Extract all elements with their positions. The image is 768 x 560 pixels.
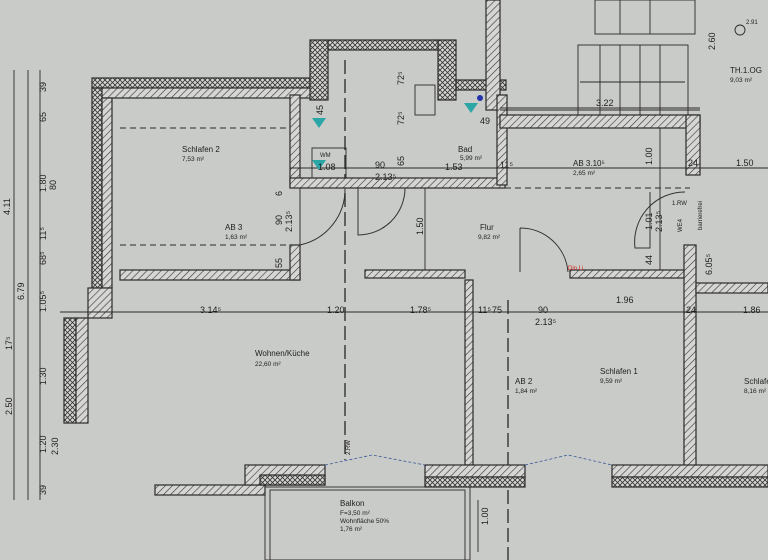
dimension: 2.13⁵ [284,210,294,232]
room-area: 22,60 m² [255,361,281,368]
room-area: 1,63 m² [225,234,248,241]
room-name: AB 3 [225,223,243,232]
level-marker-icon [734,24,746,36]
dimension: 1.96 [616,295,634,305]
dimension: 11⁵ [478,305,491,315]
door-note: Din Li [568,266,583,272]
room-area: 7,53 m² [182,156,205,163]
room-area: 1,76 m² [340,526,363,533]
dimension: 90 [375,160,385,170]
dimension: 1.80 [38,174,48,192]
dimension: 1.78⁵ [410,305,432,315]
room-area: 9,03 m² [730,77,753,84]
dimension: 80 [48,180,58,190]
dimension: 2.50 [4,397,14,415]
walls [63,0,768,560]
room-name: Flur [480,223,494,232]
dimension: 11⁵ [38,227,48,240]
dimension: 65 [396,156,406,166]
room-name: Schlafen 1 [600,367,638,376]
smoke-vent-label: 2.RW [346,440,352,455]
room-name: TH.1.OG [730,66,762,75]
room-detail: Wohnfläche 50% [340,518,389,525]
dimension: 2.13⁵ [654,210,664,232]
room-area: 8,16 m² [744,388,767,395]
dimension: 55 [274,258,284,268]
dimension: 1.05⁵ [38,290,48,312]
dimension: 1.86 [743,305,761,315]
dimension: 72⁵ [396,111,406,125]
dimension: 1.00 [644,147,654,165]
drain-icon [477,95,483,101]
dimension: 3.22 [596,98,614,108]
dimension: 1.20 [38,435,48,453]
dimension: 90 [538,305,548,315]
room-name: Wohnen/Küche [255,349,310,358]
dimension: 90 [274,215,284,225]
dimension: 44 [644,255,654,265]
room-name: Schlafe [744,377,768,386]
sink-icon [414,84,436,116]
accessibility-label: barrierefrei [698,201,704,230]
dimension: 1.01 [644,212,654,230]
room-name: AB 2 [515,377,533,386]
room-area: 1,84 m² [515,388,538,395]
dimension: 24 [686,305,696,315]
dimension: 1.50 [415,217,425,235]
dimension: 11⁵ [500,160,513,170]
washing-machine-label: WM [320,153,331,159]
dimension-labels: 45 72⁵ 72⁵ 49 90 65 1.08 2.13⁵ 1.53 11⁵ … [2,32,761,525]
room-name: Bad [458,145,472,154]
dimension: 1.00 [480,507,490,525]
dimension: 75 [492,305,502,315]
dimension: 3.14⁵ [200,305,222,315]
dimension: 6.79 [16,282,26,300]
dimension: 1.53 [445,162,463,172]
dimension: 4.11 [2,198,12,215]
room-name: Schlafen 2 [182,145,220,154]
unit-label: WE4 [678,218,684,232]
dimension: 1.50 [736,158,754,168]
dimension-lines [13,70,768,552]
room-name: AB 3.10⁵ [573,159,605,168]
room-area: 9,82 m² [478,234,501,241]
water-tap-icon [464,103,478,113]
dimension: 2.30 [50,437,60,455]
dimension: 1.30 [38,367,48,385]
room-detail: F=3,50 m² [340,510,371,517]
dimension: 6.05⁵ [704,253,714,275]
dimension: 68⁵ [38,251,48,265]
room-labels: Schlafen 2 7,53 m² AB 3 1,63 m² Bad 5,99… [182,66,768,533]
annotations: WM 1.RW 2.RW WE4 barrierefrei Din Li 2.9… [311,20,758,455]
dimension: 6 [274,191,284,196]
doors [299,187,686,466]
water-tap-icon [312,118,326,128]
dimension: 1.08 [318,162,336,172]
smoke-vent-label: 1.RW [672,201,687,207]
dimension: 1.20 [327,305,345,315]
room-area: 2,65 m² [573,170,596,177]
dimension: 72⁵ [396,71,406,85]
dimension: 39 [38,485,48,495]
room-area: 5,99 m² [460,155,483,162]
level-value: 2.91 [746,20,758,26]
dimension: 49 [480,116,490,126]
dimension: 2.13⁵ [535,317,557,327]
dimension: 2.13⁵ [375,172,397,182]
dimension: 39 [38,82,48,92]
dimension: 65 [38,112,48,122]
dimension: 2.60 [707,32,717,50]
dimension: 17⁵ [4,336,14,350]
dimension: 45 [315,105,325,115]
water-tap-icon [312,160,326,170]
room-area: 9,59 m² [600,378,623,385]
dimension: 24 [688,158,698,168]
room-name: Balkon [340,499,364,508]
staircase [500,0,700,116]
